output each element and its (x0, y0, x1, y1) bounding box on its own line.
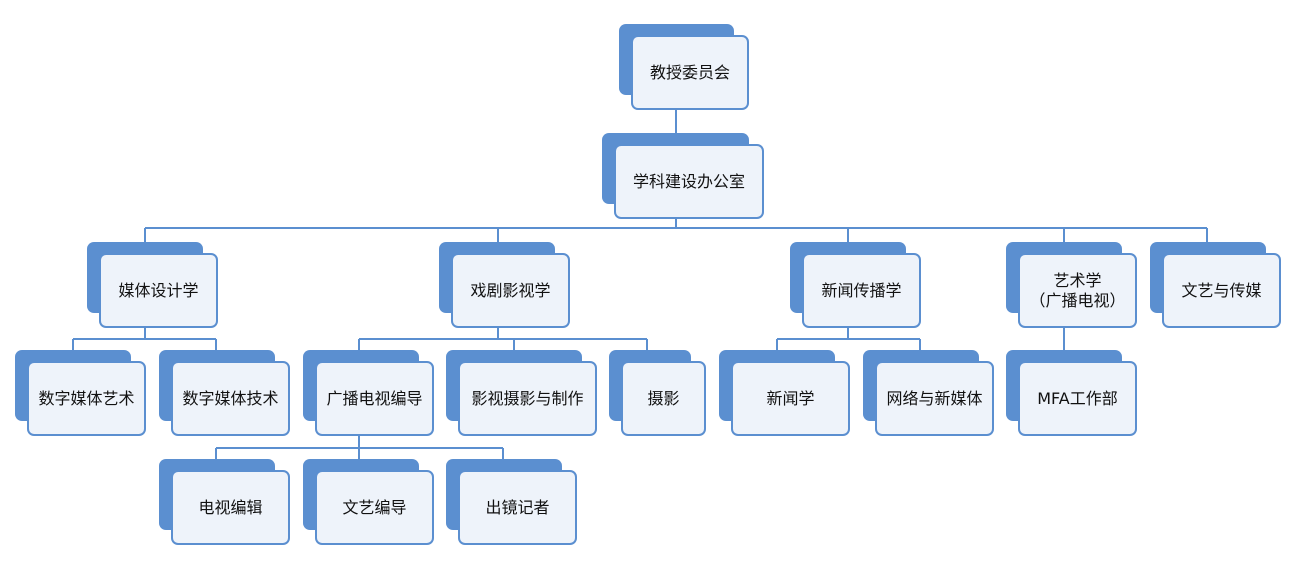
node-label: 学科建设办公室 (632, 171, 745, 191)
node-label: 文艺编导 (342, 497, 407, 517)
node-label: 新闻学 (766, 388, 815, 408)
node-mfa: MFA工作部 (1006, 350, 1137, 436)
node-journalism: 新闻传播学 (790, 242, 921, 328)
node-reporter: 出镜记者 (446, 459, 577, 545)
node-label: MFA工作部 (1037, 388, 1118, 408)
node-root: 教授委员会 (619, 24, 749, 110)
node-literature-media: 文艺与传媒 (1150, 242, 1281, 328)
node-label: 数字媒体艺术 (38, 388, 135, 408)
node-digital-tech: 数字媒体技术 (159, 350, 290, 436)
node-label: 网络与新媒体 (886, 388, 983, 408)
node-digital-art: 数字媒体艺术 (15, 350, 146, 436)
node-label: 数字媒体技术 (182, 388, 279, 408)
node-photography: 摄影 (609, 350, 706, 436)
node-label: 教授委员会 (649, 62, 730, 82)
node-drama: 戏剧影视学 (439, 242, 570, 328)
node-media-design: 媒体设计学 (87, 242, 218, 328)
node-label: 媒体设计学 (118, 280, 199, 300)
node-label: 艺术学 （广播电视） (1029, 270, 1126, 310)
node-label: 摄影 (647, 388, 680, 408)
node-label: 电视编辑 (198, 497, 263, 517)
node-art: 艺术学 （广播电视） (1006, 242, 1137, 328)
node-label: 广播电视编导 (326, 388, 423, 408)
node-label: 戏剧影视学 (470, 280, 551, 300)
node-network-media: 网络与新媒体 (863, 350, 994, 436)
node-label: 新闻传播学 (821, 280, 902, 300)
node-label: 出镜记者 (485, 497, 550, 517)
node-news: 新闻学 (719, 350, 850, 436)
node-tv-editing: 电视编辑 (159, 459, 290, 545)
node-label: 影视摄影与制作 (471, 388, 584, 408)
node-label: 文艺与传媒 (1181, 280, 1262, 300)
node-broadcast-directing: 广播电视编导 (303, 350, 434, 436)
node-office: 学科建设办公室 (602, 133, 764, 219)
node-arts-directing: 文艺编导 (303, 459, 434, 545)
node-film-photo: 影视摄影与制作 (446, 350, 597, 436)
